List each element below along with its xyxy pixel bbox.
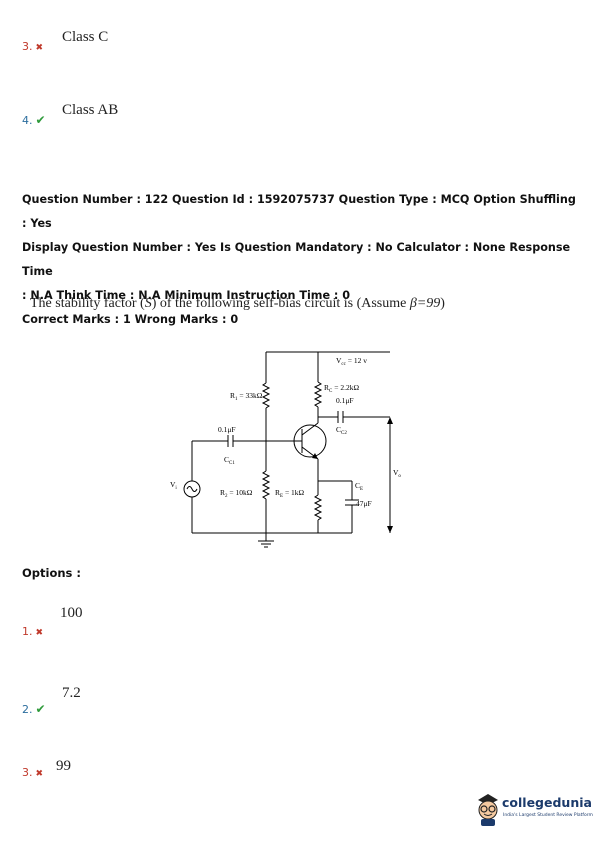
option-text-2: 7.2 — [62, 685, 81, 701]
check-icon: ✔ — [35, 113, 46, 127]
stem-text: The stability factor ( — [30, 296, 145, 311]
ce-value: 47μF — [356, 499, 372, 508]
option-number-prev-4: 4.✔ — [22, 113, 46, 127]
logo-name: collegedunia — [502, 795, 592, 810]
rc-label: RC = 2.2kΩ — [324, 383, 359, 394]
stem-variable: S — [144, 296, 152, 311]
cross-icon: ✖ — [35, 769, 44, 779]
option-number-label: 3. — [22, 40, 33, 53]
question-stem: The stability factor (S) of the followin… — [30, 296, 445, 312]
question-meta-line: Display Question Number : Yes Is Questio… — [22, 241, 571, 278]
re-label: RE = 1kΩ — [275, 488, 305, 499]
stem-text: ) — [440, 296, 445, 311]
logo-tagline: India's Largest Student Review Platform — [503, 813, 593, 818]
cap-in-label: CC1 — [224, 455, 235, 466]
self-bias-circuit-diagram: Vcc = 12 v R1 = 33kΩ RC = 2.2kΩ 0.1μF CC… — [170, 351, 401, 548]
stem-beta: β=99 — [409, 296, 441, 311]
vi-label: Vi — [170, 480, 177, 491]
r1-label: R1 = 33kΩ — [230, 391, 263, 402]
question-meta-line: Question Number : 122 Question Id : 1592… — [22, 193, 576, 230]
cap-in-value: 0.1μF — [218, 425, 236, 434]
collegedunia-logo: collegedunia India's Largest Student Rev… — [475, 790, 593, 830]
cap-out-label: CC2 — [336, 425, 347, 436]
option-text-prev-4: Class AB — [62, 102, 119, 118]
option-number-2: 2.✔ — [22, 702, 46, 716]
check-icon: ✔ — [35, 702, 46, 716]
mascot-icon — [478, 794, 498, 826]
option-text-1: 100 — [60, 605, 83, 621]
cross-icon: ✖ — [35, 628, 44, 638]
r2-label: R2 = 10kΩ — [220, 488, 253, 499]
option-number-label: 2. — [22, 703, 33, 716]
cross-icon: ✖ — [35, 43, 44, 53]
ce-label: CE — [355, 481, 363, 492]
cap-out-value: 0.1μF — [336, 396, 354, 405]
question-meta-line: : N.A Think Time : N.A Minimum Instructi… — [22, 289, 351, 302]
stem-text: ) of the following self-bias circuit is … — [151, 296, 410, 311]
question-meta: Question Number : 122 Question Id : 1592… — [22, 188, 582, 332]
option-number-prev-3: 3.✖ — [22, 40, 43, 53]
question-marks: Correct Marks : 1 Wrong Marks : 0 — [22, 313, 239, 326]
option-number-label: 1. — [22, 625, 33, 638]
option-number-3: 3.✖ — [22, 766, 43, 779]
vcc-label: Vcc = 12 v — [336, 356, 367, 367]
options-label: Options : — [22, 566, 81, 580]
option-number-label: 3. — [22, 766, 33, 779]
option-number-label: 4. — [22, 114, 33, 127]
option-text-3: 99 — [56, 758, 71, 774]
option-text-prev-3: Class C — [62, 29, 109, 45]
option-number-1: 1.✖ — [22, 625, 43, 638]
vo-label: Vo — [393, 468, 401, 479]
